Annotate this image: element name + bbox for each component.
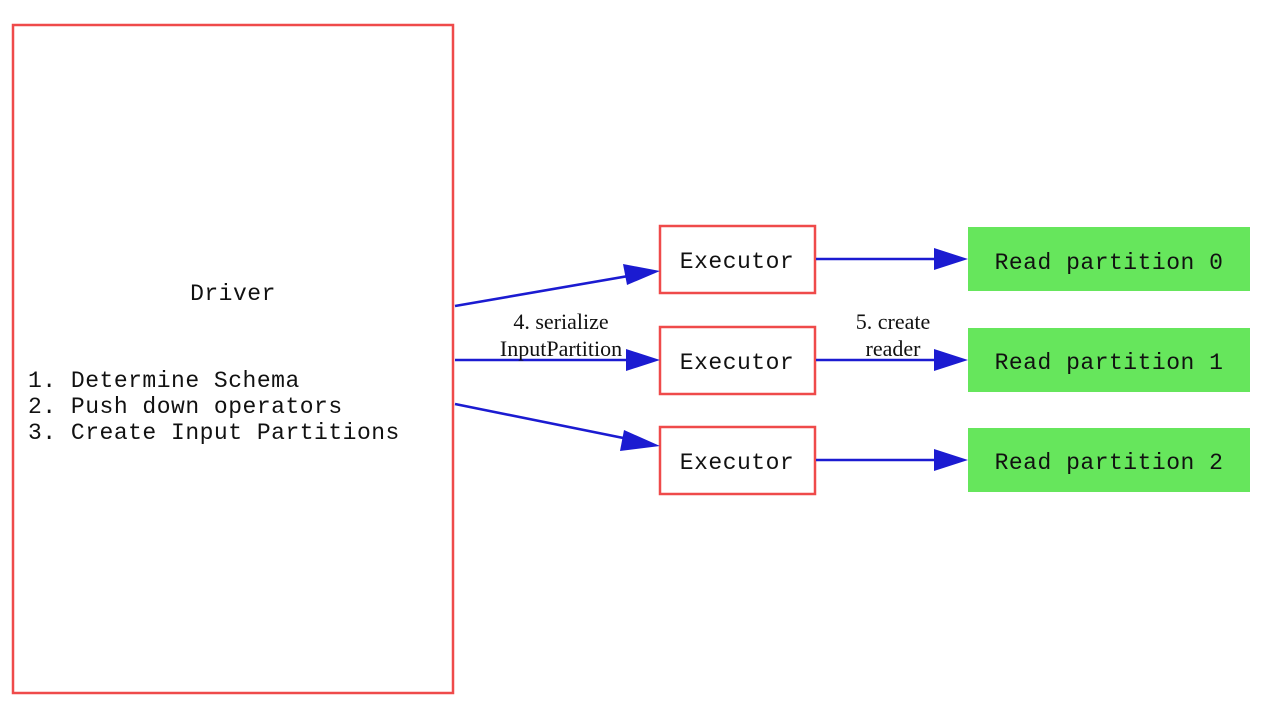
driver-step-3: 3. Create Input Partitions (28, 420, 400, 446)
partition-label-1: Read partition 1 (995, 350, 1224, 376)
arrow-driver-to-executor-2 (454, 402, 660, 451)
arrow-executor-2-to-partition-2 (816, 449, 968, 471)
executor-box-2 (658, 425, 817, 496)
arrowhead-icon (934, 248, 968, 270)
arrowhead-icon (626, 349, 660, 371)
driver-step-2: 2. Push down operators (28, 394, 343, 420)
arrow-driver-to-executor-0 (454, 264, 660, 308)
arrowhead-icon (620, 430, 660, 451)
executor-label-2: Executor (680, 450, 794, 476)
partition-box-1 (968, 328, 1250, 392)
arrowhead-icon (623, 264, 660, 285)
partition-label-2: Read partition 2 (995, 450, 1224, 476)
partition-label-0: Read partition 0 (995, 250, 1224, 276)
arrowhead-icon (934, 349, 968, 371)
executor-box-0 (658, 224, 817, 295)
driver-title: Driver (190, 281, 276, 307)
edge-label-create-reader-line2: reader (866, 336, 922, 361)
executor-box-1 (658, 325, 817, 396)
partition-box-0 (968, 227, 1250, 291)
driver-step-1: 1. Determine Schema (28, 368, 300, 394)
edge-label-serialize-line2: InputPartition (500, 336, 622, 361)
edge-label-serialize-line1: 4. serialize (513, 309, 608, 334)
arrow-executor-1-to-partition-1 (816, 349, 968, 371)
edge-label-create-reader-line1: 5. create (856, 309, 931, 334)
driver-box (11, 23, 455, 695)
executor-label-1: Executor (680, 350, 794, 376)
arrow-executor-0-to-partition-0 (816, 248, 968, 270)
partition-box-2 (968, 428, 1250, 492)
arrowhead-icon (934, 449, 968, 471)
executor-label-0: Executor (680, 249, 794, 275)
arrow-driver-to-executor-1 (455, 349, 660, 371)
